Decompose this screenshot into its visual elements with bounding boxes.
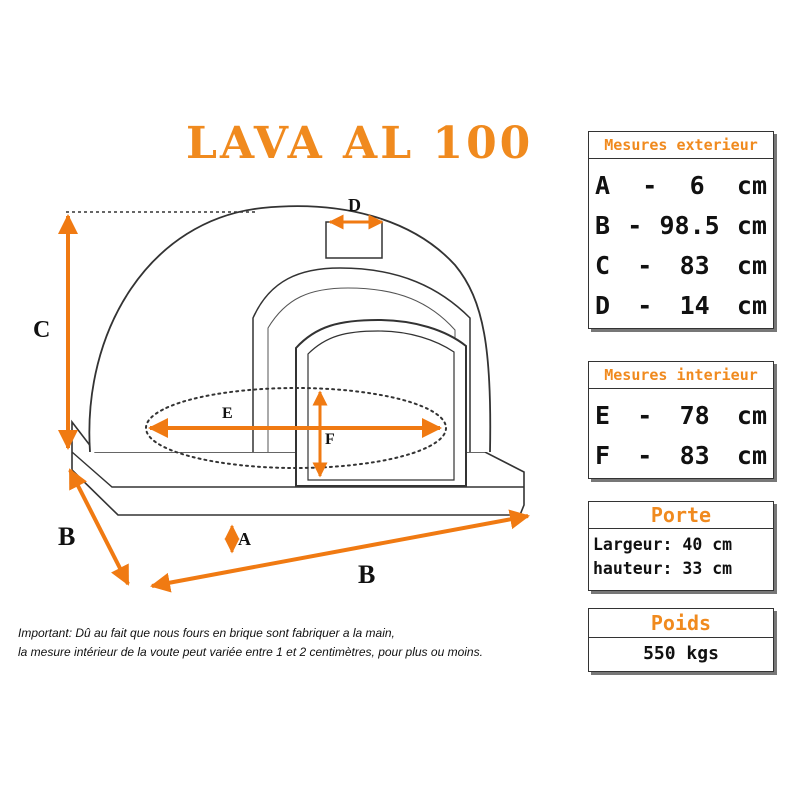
measure-letter: A: [595, 170, 611, 200]
measure-letter: C: [595, 250, 611, 280]
measure-value: 83: [679, 250, 710, 280]
interior-ellipse: [145, 387, 447, 469]
door-opening: [295, 318, 467, 487]
measure-row-e: E-78 cm: [595, 395, 767, 435]
measure-unit: cm: [736, 400, 767, 430]
poids-value: 550 kgs: [643, 643, 719, 664]
label-b-bottom: B: [358, 560, 376, 589]
important-note-line-1: Important: Dû au fait que nous fours en …: [18, 626, 395, 640]
chimney: [325, 221, 383, 259]
label-d: D: [348, 195, 361, 215]
mesures-exterieur-header: Mesures exterieur: [589, 132, 773, 159]
porte-hauteur: hauteur: 33 cm: [593, 559, 733, 578]
measure-row-d: D-14 cm: [595, 285, 767, 325]
measure-letter: D: [595, 290, 611, 320]
arrow-b-left: [68, 468, 130, 586]
measure-sep: -: [637, 400, 653, 430]
measure-sep: -: [637, 440, 653, 470]
measure-unit: cm: [736, 250, 767, 280]
page-title: LAVA AL 100: [186, 118, 534, 169]
measure-unit: cm: [736, 290, 767, 320]
door-inner-line: [307, 330, 455, 481]
label-c: C: [33, 317, 51, 343]
measure-unit: cm: [736, 170, 767, 200]
measure-row-a: A - 6 cm: [595, 165, 767, 205]
porte-box: Porte Largeur: 40 cm hauteur: 33 cm: [588, 501, 774, 591]
porte-largeur: Largeur: 40 cm: [593, 535, 733, 554]
measure-row-c: C-83 cm: [595, 245, 767, 285]
measure-letter: F: [595, 440, 611, 470]
measure-letter: B: [595, 210, 611, 240]
measure-value: 14: [679, 290, 710, 320]
door-frame-inner: [267, 287, 456, 452]
measure-sep: -: [637, 290, 653, 320]
measure-row-f: F-83 cm: [595, 435, 767, 475]
mesures-interieur-header: Mesures interieur: [589, 362, 773, 389]
measure-sep: -: [637, 250, 653, 280]
measure-row-b: B-98.5 cm: [595, 205, 767, 245]
measure-sep: -: [642, 170, 658, 200]
poids-box: Poids 550 kgs: [588, 608, 774, 672]
label-a: A: [238, 529, 251, 549]
measure-unit: cm: [736, 210, 767, 240]
measure-letter: E: [595, 400, 611, 430]
measure-value: 98.5: [659, 210, 720, 240]
label-e: E: [222, 405, 233, 422]
label-f: F: [325, 431, 335, 448]
measure-value: 78: [679, 400, 710, 430]
measure-sep: -: [627, 210, 643, 240]
porte-header: Porte: [589, 502, 773, 529]
measure-value: 6: [689, 170, 705, 200]
measure-unit: cm: [736, 440, 767, 470]
poids-header: Poids: [589, 609, 773, 638]
measure-value: 83: [679, 440, 710, 470]
arrow-b-bottom: [150, 509, 530, 593]
important-note-line-2: la mesure intérieur de la voute peut var…: [18, 645, 483, 659]
label-b-left: B: [58, 522, 76, 551]
